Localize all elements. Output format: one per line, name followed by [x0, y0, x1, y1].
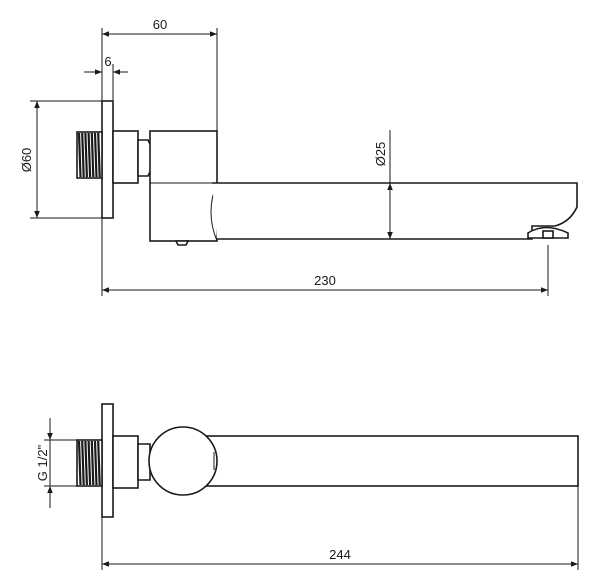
thread-line [77, 440, 82, 486]
dim-thread-label: G 1/2" [35, 444, 50, 481]
thread-line [87, 132, 92, 178]
thread-line [93, 132, 98, 178]
dim-60-label: 60 [153, 17, 167, 32]
thread-line [97, 440, 101, 486]
top-collar [112, 435, 139, 489]
top-view: G 1/2" 244 [35, 403, 579, 570]
thread-line [90, 132, 95, 178]
thread-line [84, 440, 88, 486]
dim-plate-diameter-label: Ø60 [19, 148, 34, 173]
dim-6-label: 6 [104, 54, 111, 69]
thread-line [77, 132, 82, 178]
thread-line [87, 440, 92, 486]
dim-244-label: 244 [329, 547, 351, 562]
thread-line [90, 440, 95, 486]
side-body-block [149, 130, 218, 242]
thread-line [93, 440, 98, 486]
dim-spout-diameter-label: Ø25 [373, 142, 388, 167]
side-wall-plate [101, 100, 114, 219]
side-collar [112, 130, 139, 184]
top-spout [184, 435, 579, 487]
side-spout [212, 182, 578, 240]
side-view: 60 6 Ø60 Ø25 230 [19, 17, 578, 296]
thread-line [97, 132, 101, 178]
side-thread-connector [76, 131, 103, 179]
dim-230-label: 230 [314, 273, 336, 288]
thread-line [81, 132, 85, 178]
top-wall-plate [101, 403, 114, 518]
thread-line [81, 440, 85, 486]
top-thread-connector [76, 439, 103, 487]
top-round-body [148, 426, 218, 496]
thread-line [84, 132, 88, 178]
